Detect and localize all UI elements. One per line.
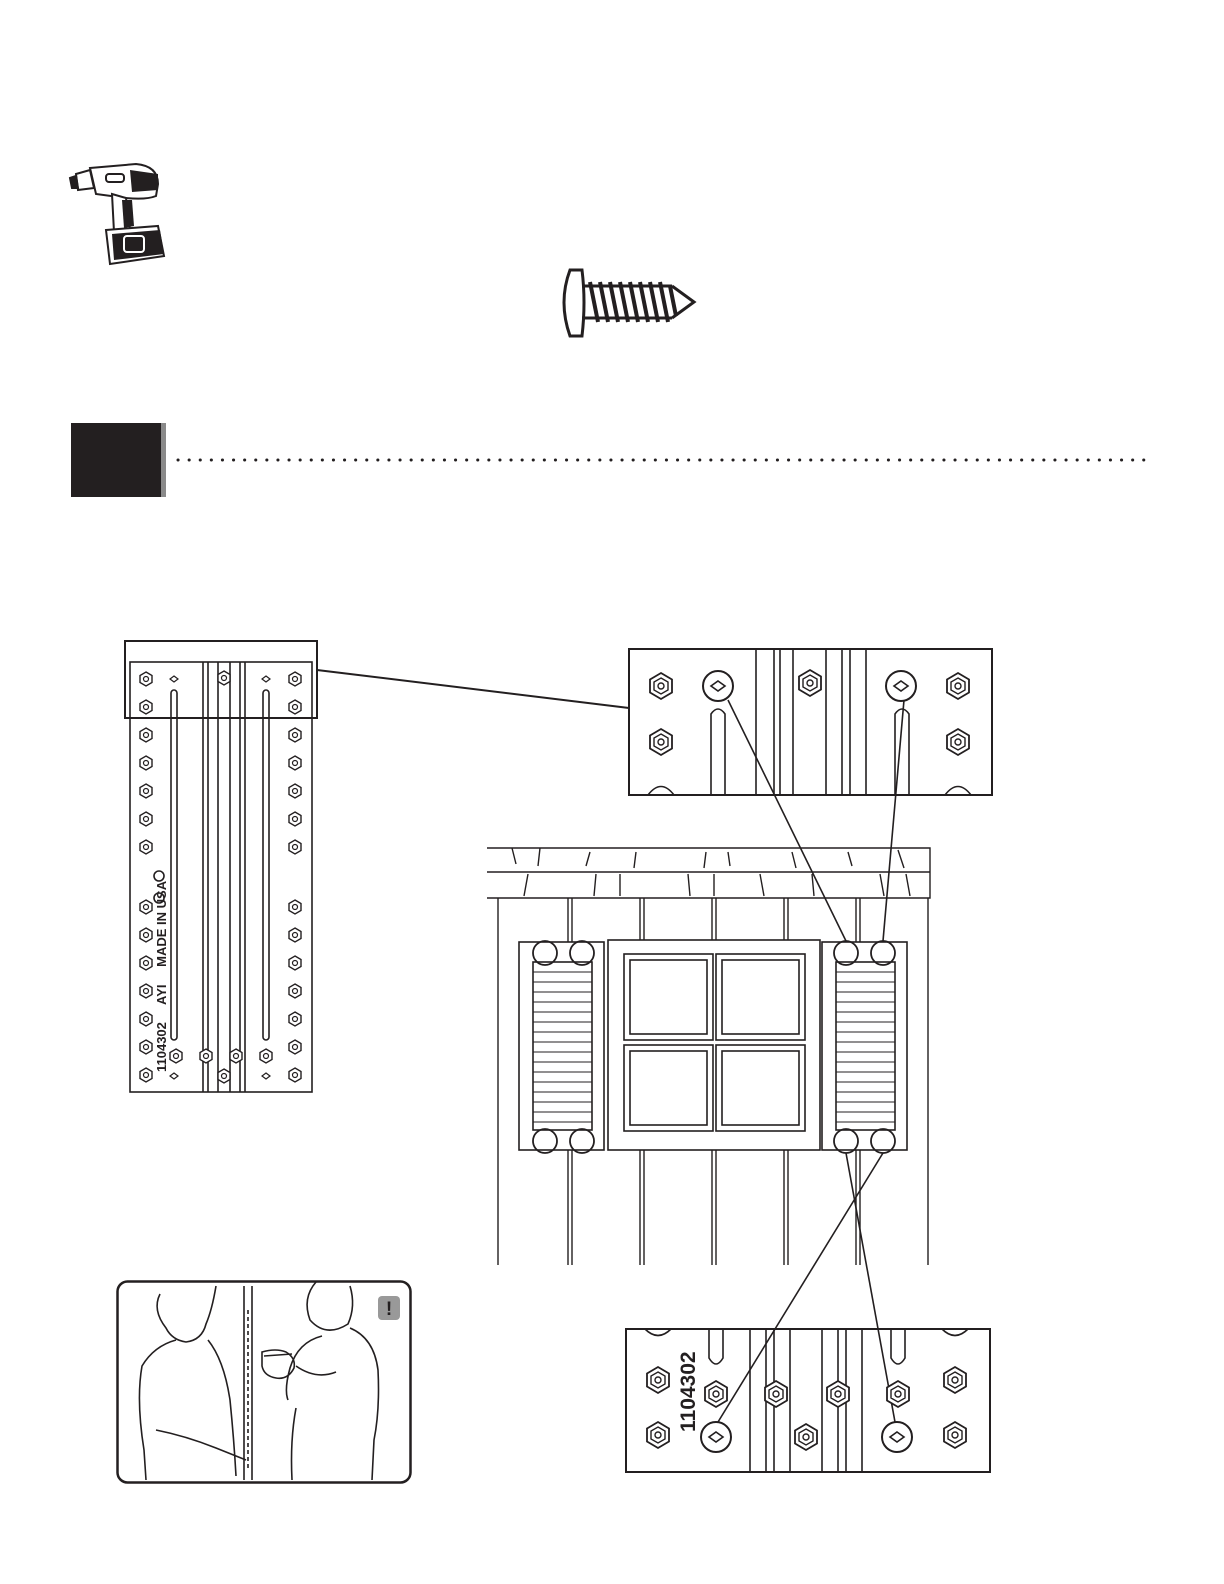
panel-code: AYI bbox=[154, 984, 169, 1004]
two-person-caution-illustration: ! bbox=[116, 1280, 412, 1484]
right-shutter bbox=[822, 942, 907, 1150]
svg-text:1104302 AYI MADE IN US: 1104302 AYI MADE IN USA bbox=[154, 880, 169, 1072]
screw-location-circles bbox=[533, 941, 895, 1153]
panel-part-number: 1104302 bbox=[154, 1022, 169, 1072]
step-divider bbox=[176, 457, 1146, 463]
step-number-block bbox=[71, 423, 161, 497]
top-detail bbox=[629, 649, 992, 795]
screw-icon bbox=[552, 264, 698, 340]
bottom-detail bbox=[626, 1329, 990, 1472]
top-detail-bolts bbox=[648, 670, 971, 795]
window bbox=[608, 940, 820, 1150]
detail-callout-box bbox=[125, 641, 317, 718]
drill-icon bbox=[66, 160, 176, 272]
panel-strip-bolts bbox=[140, 671, 301, 1083]
panel-strip bbox=[130, 662, 312, 1092]
panel-origin: MADE IN USA bbox=[154, 880, 169, 967]
leader-lines bbox=[718, 700, 904, 1422]
callout-line bbox=[317, 670, 629, 708]
shed-wall bbox=[487, 848, 930, 1265]
exclamation-icon: ! bbox=[386, 1299, 392, 1320]
left-shutter bbox=[519, 942, 604, 1150]
bottom-detail-part-number: 1104302 bbox=[677, 1351, 700, 1432]
bottom-detail-bolts bbox=[645, 1329, 968, 1452]
